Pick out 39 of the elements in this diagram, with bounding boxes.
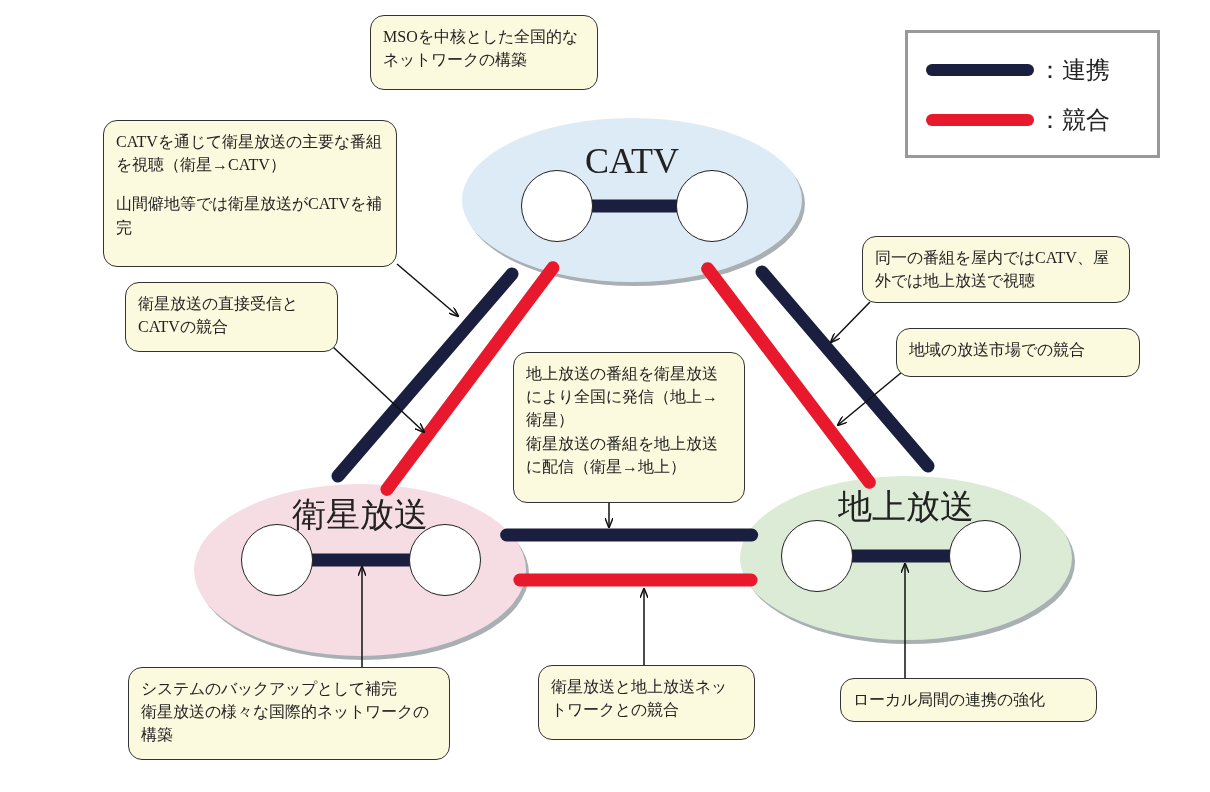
callout-box [862,236,1130,303]
leader-arrow [829,301,871,344]
callout-box [370,15,598,90]
link-bar [701,262,876,489]
link-bar [380,261,560,496]
callout-text: 地上放送の番組を衛星放送により全国に発信（地上→衛星） [526,364,719,431]
callout-text: システムのバックアップとして補完 [141,679,398,699]
callout-box [896,328,1140,377]
callout-text: 衛星放送の番組を地上放送に配信（衛星→地上） [526,433,719,477]
callout-text: 衛星放送と地上放送ネットワークとの競合 [551,677,728,721]
region-label: CATV [584,140,680,182]
link-bar [513,573,758,587]
callout-text: ローカル局間の連携の強化 [853,690,1046,710]
link-bar [500,528,759,542]
leader-arrow [332,346,426,434]
legend-label: ：連携 [1038,56,1110,85]
callout-box [103,120,397,267]
callout-text: 衛星放送の様々な国際的ネットワークの構築 [141,702,430,746]
region-label: 衛星放送 [291,495,429,535]
region-label: 地上放送 [837,487,975,527]
callout-text: 同一の番組を屋内ではCATV、屋外では地上放送で視聴 [875,248,1110,292]
link-bar [755,265,935,473]
callout-text: CATVを通じて衛星放送の主要な番組を視聴（衛星→CATV） [116,132,383,176]
callout-text: MSOを中核とした全国的なネットワークの構築 [383,27,579,71]
callout-text: 地域の放送市場での競合 [909,340,1086,360]
leader-arrow [836,371,903,427]
leader-arrow [357,565,367,668]
callout-box [128,667,450,760]
leader-arrow [639,587,649,666]
leader-arrow [604,502,614,529]
leader-arrow [396,263,460,318]
callout-box [125,282,338,352]
leader-arrow [900,562,910,679]
legend-label: ：競合 [1038,106,1110,135]
callout-box [840,678,1097,722]
callout-box [513,352,745,503]
callout-text: 衛星放送の直接受信とCATVの競合 [138,294,299,338]
callout-box [538,665,755,740]
callout-text: 山間僻地等では衛星放送がCATVを補完 [116,194,383,238]
